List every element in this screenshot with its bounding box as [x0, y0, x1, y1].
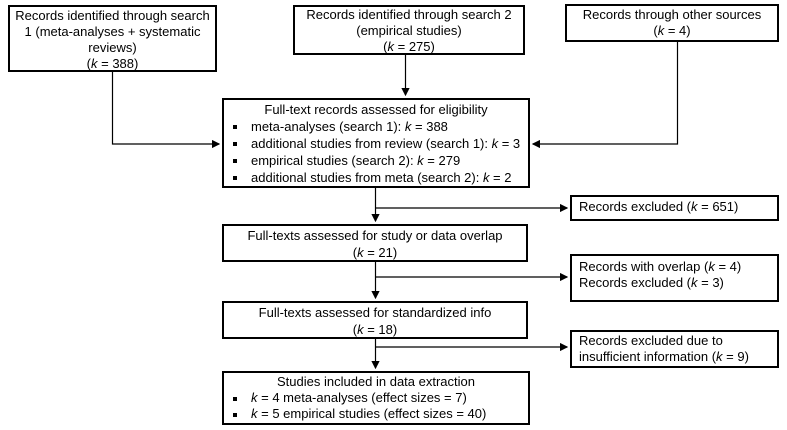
list-item: k = 4 meta-analyses (effect sizes = 7) — [224, 390, 528, 406]
box-text: Records excluded due to insufficient inf… — [579, 333, 749, 364]
list-item-text: additional studies from meta (search 2):… — [251, 170, 512, 185]
bullet-square-icon — [233, 176, 237, 180]
list-item: additional studies from review (search 1… — [224, 135, 528, 152]
box-text: Records identified through search 1 (met… — [15, 8, 210, 55]
list-item: meta-analyses (search 1): k = 388 — [224, 118, 528, 135]
list-item: k = 5 empirical studies (effect sizes = … — [224, 406, 528, 422]
connector-search1-to-eligibility — [111, 72, 221, 149]
box-records-overlap-excluded: Records with overlap (k = 4) Records exc… — [570, 254, 779, 302]
bullet-square-icon — [233, 142, 237, 146]
k-count: (k = 21) — [352, 245, 398, 260]
bullet-square-icon — [233, 413, 237, 417]
box-overlap-assessment: Full-texts assessed for study or data ov… — [222, 224, 528, 262]
bullet-list: k = 4 meta-analyses (effect sizes = 7) k… — [224, 390, 528, 422]
bullet-square-icon — [233, 397, 237, 401]
box-text-line: Records excluded (k = 3) — [579, 275, 724, 290]
k-count: (k = 4) — [653, 23, 691, 38]
box-title: Studies included in data extraction — [276, 374, 475, 389]
box-records-other-sources: Records through other sources (k = 4) — [565, 4, 779, 42]
list-item-text: empirical studies (search 2): k = 279 — [251, 153, 461, 168]
list-item: additional studies from meta (search 2):… — [224, 169, 528, 186]
box-records-search2: Records identified through search 2 (emp… — [293, 5, 525, 55]
list-item-text: additional studies from review (search 1… — [251, 136, 521, 151]
k-count: (k = 18) — [352, 322, 398, 337]
box-standardized-info-assessment: Full-texts assessed for standardized inf… — [222, 301, 528, 339]
box-records-excluded-insufficient: Records excluded due to insufficient inf… — [570, 330, 779, 368]
box-eligibility-assessment: Full-text records assessed for eligibili… — [222, 98, 530, 188]
list-item-text: k = 4 meta-analyses (effect sizes = 7) — [251, 390, 467, 405]
box-text-line: Records with overlap (k = 4) — [579, 259, 742, 274]
k-count: (k = 275) — [383, 39, 435, 54]
list-item-text: meta-analyses (search 1): k = 388 — [251, 119, 448, 134]
box-text: Full-texts assessed for standardized inf… — [258, 305, 492, 320]
bullet-list: meta-analyses (search 1): k = 388 additi… — [224, 118, 528, 186]
box-studies-included: Studies included in data extraction k = … — [222, 371, 530, 425]
box-text: Records identified through search 2 (emp… — [306, 7, 512, 38]
box-text: Full-texts assessed for study or data ov… — [247, 228, 503, 243]
bullet-square-icon — [233, 159, 237, 163]
box-records-search1: Records identified through search 1 (met… — [8, 5, 217, 72]
box-title: Full-text records assessed for eligibili… — [264, 102, 488, 117]
box-records-excluded: Records excluded (k = 651) — [570, 195, 779, 221]
bullet-square-icon — [233, 125, 237, 129]
connector-other-to-eligibility — [531, 42, 679, 149]
list-item: empirical studies (search 2): k = 279 — [224, 152, 528, 169]
k-count: (k = 388) — [86, 56, 139, 71]
box-text: Records excluded (k = 651) — [579, 199, 739, 214]
list-item-text: k = 5 empirical studies (effect sizes = … — [251, 406, 487, 421]
box-text: Records through other sources — [582, 7, 762, 22]
